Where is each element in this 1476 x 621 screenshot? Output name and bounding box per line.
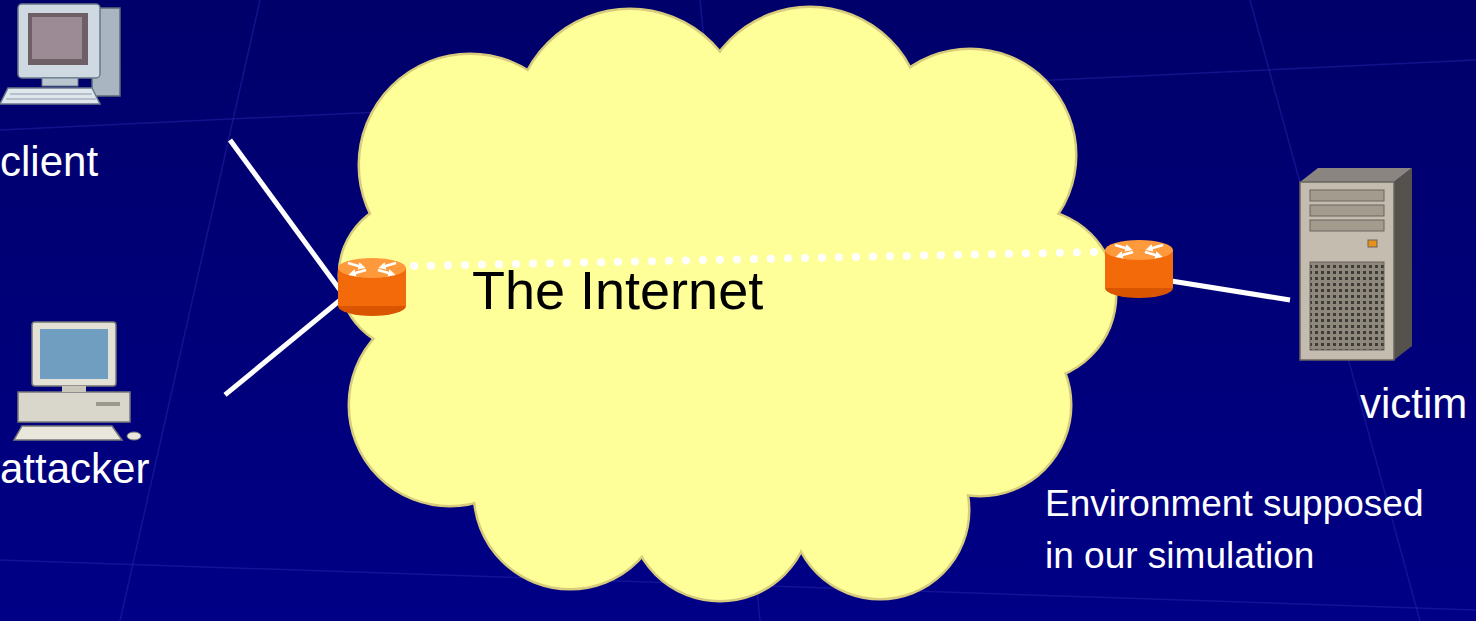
monitor-screen (32, 17, 82, 59)
router-arrow (1119, 252, 1133, 256)
keyboard (0, 88, 100, 104)
cloud-fill (340, 8, 1115, 600)
router-symbol (1105, 240, 1173, 298)
router-arrow (352, 270, 366, 274)
client-computer-icon (0, 4, 120, 104)
server-vent (1310, 262, 1384, 350)
keyboard-keys (6, 99, 96, 100)
server-top (1300, 168, 1412, 182)
computer-monitor (32, 322, 116, 386)
computer-monitor (18, 4, 100, 78)
network-link (230, 140, 340, 290)
monitor-screen (40, 329, 108, 379)
router-arrow (382, 263, 396, 267)
victim-server-icon (1300, 168, 1412, 360)
cloud-outline (340, 8, 1115, 600)
cloud-lobe-outline (792, 422, 968, 598)
server-node: victim (1290, 165, 1476, 440)
desktop-case (18, 392, 130, 422)
drive-bay (1310, 190, 1384, 201)
node-label: client (0, 138, 98, 186)
node-label: victim (1360, 380, 1467, 428)
monitor-stand (62, 386, 86, 392)
cloud-lobe (792, 422, 968, 598)
cloud-node: The Internet (340, 5, 1115, 605)
attacker-computer-icon (14, 322, 141, 440)
router-arrow (1115, 245, 1129, 249)
drive-slot (96, 402, 120, 406)
drive-bay (1310, 220, 1384, 231)
router-arrow (1149, 245, 1163, 249)
cloud-label: The Internet (472, 259, 763, 321)
computer-node: client (0, 0, 230, 190)
router-arrow (1145, 252, 1159, 256)
power-led (1368, 240, 1377, 247)
mouse (127, 432, 141, 440)
router-arrows (348, 263, 396, 274)
grid-line (1250, 0, 1420, 621)
keyboard-keys (10, 94, 92, 95)
server-front (1300, 182, 1394, 360)
drive-bay (1310, 205, 1384, 216)
node-label: attacker (0, 445, 149, 493)
monitor-screen (28, 13, 88, 65)
monitor-stand (42, 78, 78, 86)
router-top (1105, 240, 1173, 260)
grid-line (120, 0, 260, 621)
keyboard (14, 426, 122, 440)
router-symbol (338, 258, 406, 316)
network-link (225, 300, 340, 395)
computer-node: attacker (0, 320, 225, 505)
router-arrows (1115, 245, 1163, 256)
router-arrow (378, 270, 392, 274)
dotted-path (414, 252, 1098, 266)
router-arrow (348, 263, 362, 267)
server-side (1394, 168, 1412, 360)
router-top (338, 258, 406, 278)
